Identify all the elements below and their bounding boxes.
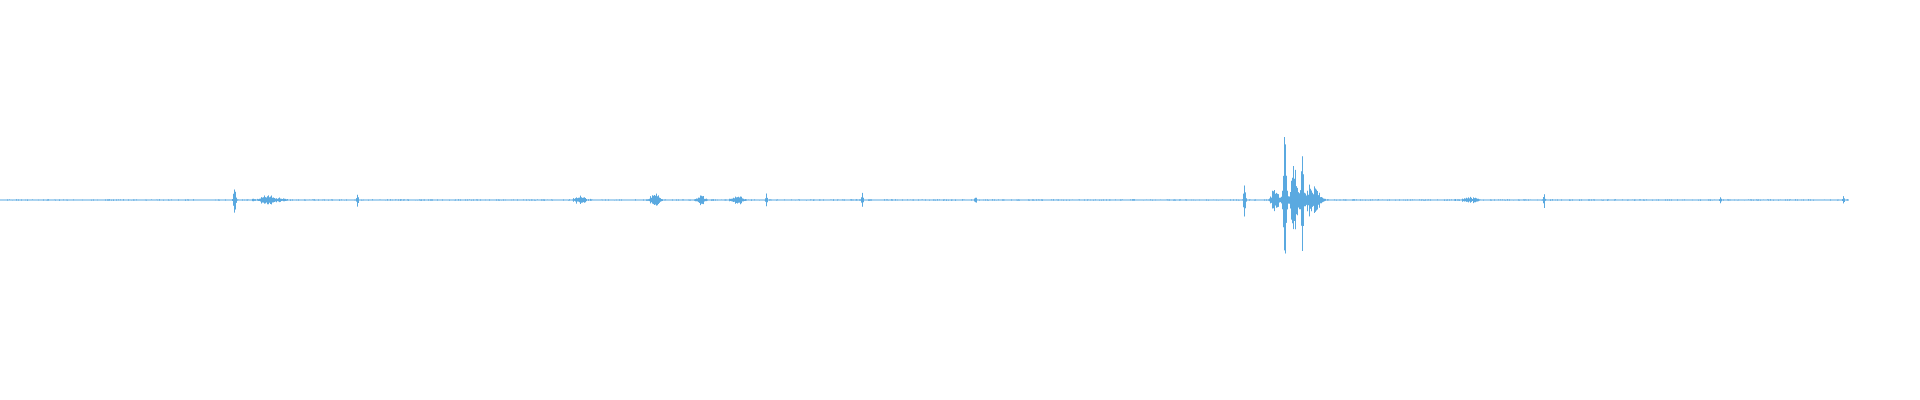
waveform-amplitude-path xyxy=(7,137,1848,254)
waveform-bars xyxy=(7,137,1848,254)
